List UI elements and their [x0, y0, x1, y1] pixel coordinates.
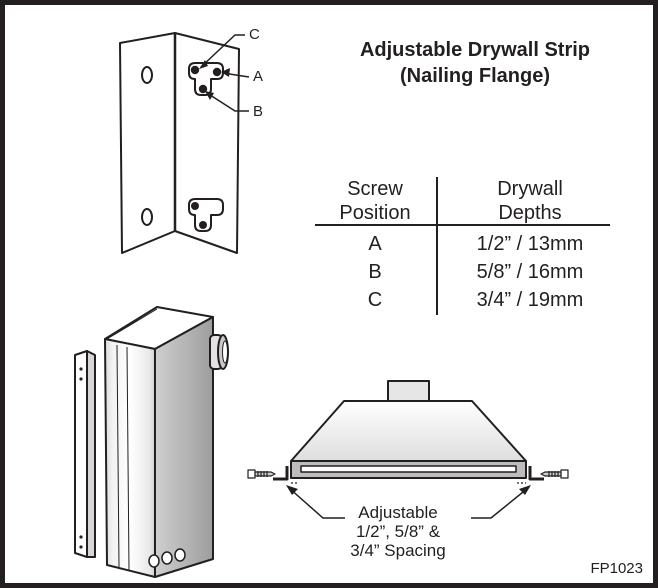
callout-label-a: A	[253, 68, 264, 85]
table-cell-position: B	[368, 261, 382, 283]
callout-arrowheads	[199, 60, 230, 100]
figure-code: FP1023	[590, 560, 643, 577]
table-cell-depth: 3/4” / 19mm	[476, 289, 584, 311]
diagram-subtitle: (Nailing Flange)	[400, 65, 550, 87]
table-cell-position: A	[368, 233, 382, 255]
table-header-drywall-depths: Drywall Depths	[497, 178, 563, 224]
cabinet-side	[154, 316, 214, 578]
flange-hole-bottom	[141, 208, 153, 226]
callout-label-b: B	[253, 103, 264, 120]
table-cell-position: C	[367, 289, 383, 311]
table-cell-depth: 1/2” / 13mm	[476, 233, 584, 255]
left-screw	[247, 469, 276, 479]
table-header-screw-position: Screw Position	[339, 178, 411, 224]
diagram-artwork	[74, 32, 610, 578]
screw-position-a	[212, 67, 222, 77]
cabinet-section	[247, 380, 569, 484]
diagram-title: Adjustable Drywall Strip	[359, 39, 591, 61]
flange-hole-top	[141, 66, 153, 84]
right-flange-bracket	[528, 466, 544, 481]
section-flue	[387, 380, 430, 402]
section-hood	[290, 400, 527, 462]
fireplace-cabinet	[104, 306, 229, 578]
table-cell-depth: 5/8” / 16mm	[476, 261, 584, 283]
spacing-arrowheads	[286, 485, 531, 495]
cabinet-front	[104, 338, 156, 578]
screw-position-c	[190, 65, 200, 75]
spacing-leaders	[288, 487, 529, 519]
nailing-flange	[119, 32, 240, 254]
callout-label-c: C	[249, 26, 260, 43]
spacing-label: Adjustable 1/2”, 5/8” & 3/4” Spacing	[350, 503, 446, 560]
loose-nailing-strip	[74, 350, 96, 558]
right-screw	[540, 469, 569, 479]
left-flange-bracket	[273, 466, 289, 481]
screw-position-b	[198, 84, 208, 94]
